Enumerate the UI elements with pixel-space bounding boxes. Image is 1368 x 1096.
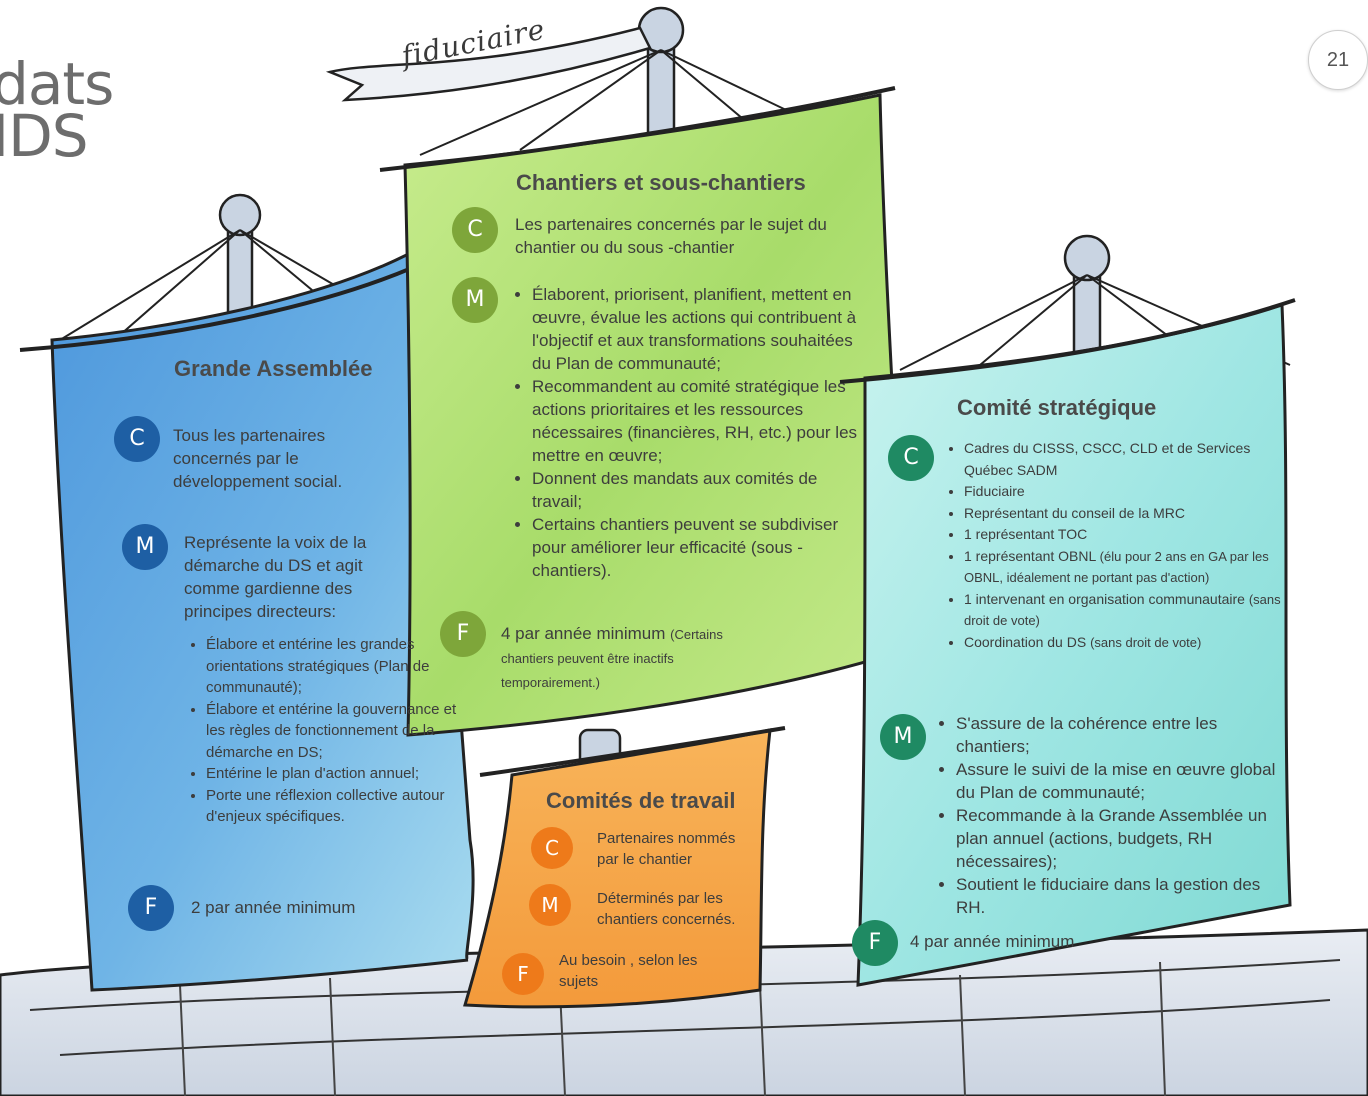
yard-right bbox=[839, 298, 1296, 384]
list-item: Élaborent, priorisent, planifient, mette… bbox=[532, 283, 872, 375]
list-item: Recommande à la Grande Assemblée un plan… bbox=[956, 804, 1281, 873]
chantiers-f-note: (Certains chantiers peuvent être inactif… bbox=[501, 627, 723, 690]
chantiers-c-text: Les partenaires concernés par le sujet d… bbox=[515, 215, 827, 257]
list-item: 1 intervenant en organisation communauta… bbox=[964, 589, 1286, 632]
list-item: Élabore et entérine la gouvernance et le… bbox=[206, 699, 476, 764]
chantiers-m-badge: M bbox=[452, 277, 498, 323]
list-item: Coordination du DS (sans droit de vote) bbox=[964, 632, 1286, 654]
yard-small bbox=[479, 726, 786, 777]
grande-assemblee-m-list: Élabore et entérine les grandes orientat… bbox=[190, 634, 476, 828]
list-item: Élabore et entérine les grandes orientat… bbox=[206, 634, 476, 699]
comites-travail-c-badge: C bbox=[531, 827, 573, 869]
fiduciaire-banner bbox=[325, 26, 652, 102]
chantiers-f-text: 4 par année minimum bbox=[501, 624, 666, 643]
chantiers-title: Chantiers et sous-chantiers bbox=[516, 170, 806, 195]
grande-assemblee-f-badge: F bbox=[128, 885, 174, 931]
grande-assemblee-c-text: Tous les partenaires concernés par le dé… bbox=[173, 426, 343, 491]
list-item: Certains chantiers peuvent se subdiviser… bbox=[532, 513, 872, 582]
page-title: dats IDS bbox=[0, 50, 114, 170]
list-item: 1 représentant TOC bbox=[964, 524, 1286, 546]
comites-travail-m-text: Déterminés par les chantiers concernés. bbox=[597, 890, 736, 928]
comites-travail-title: Comités de travail bbox=[546, 788, 736, 813]
chantiers-f-badge: F bbox=[440, 611, 486, 657]
grande-assemblee-m-badge: M bbox=[122, 524, 168, 570]
comite-strategique-m-badge: M bbox=[880, 714, 926, 760]
yard-center bbox=[379, 86, 896, 172]
page-title-line-1: dats bbox=[0, 50, 114, 118]
grande-assemblee-m-text: Représente la voix de la démarche du DS … bbox=[184, 533, 367, 621]
list-item: Porte une réflexion collective autour d'… bbox=[206, 785, 476, 828]
grande-assemblee-title: Grande Assemblée bbox=[174, 356, 373, 381]
grande-assemblee-f-text: 2 par année minimum bbox=[191, 898, 356, 917]
comites-travail-f-text: Au besoin , selon les sujets bbox=[559, 952, 698, 990]
comite-strategique-f-text: 4 par année minimum bbox=[910, 932, 1075, 951]
list-item: 1 représentant OBNL (élu pour 2 ans en G… bbox=[964, 546, 1286, 589]
comite-strategique-c-list: Cadres du CISSS, CSCC, CLD et de Service… bbox=[948, 438, 1286, 653]
comites-travail-c-text: Partenaires nommés par le chantier bbox=[597, 830, 736, 868]
list-item: Soutient le fiduciaire dans la gestion d… bbox=[956, 873, 1281, 919]
list-item: Fiduciaire bbox=[964, 481, 1286, 503]
chantiers-m-list: Élaborent, priorisent, planifient, mette… bbox=[516, 283, 872, 582]
comite-strategique-title: Comité stratégique bbox=[957, 395, 1157, 420]
chantiers-f-block: 4 par année minimum (Certains chantiers … bbox=[501, 622, 771, 694]
list-item: Cadres du CISSS, CSCC, CLD et de Service… bbox=[964, 438, 1286, 481]
comite-strategique-m-list: S'assure de la cohérence entre les chant… bbox=[940, 712, 1281, 919]
list-item: S'assure de la cohérence entre les chant… bbox=[956, 712, 1281, 758]
comite-strategique-f-badge: F bbox=[852, 920, 898, 966]
list-item: Recommandent au comité stratégique les a… bbox=[532, 375, 872, 467]
rigging bbox=[59, 49, 1291, 371]
list-item: Représentant du conseil de la MRC bbox=[964, 503, 1286, 525]
list-item: Donnent des mandats aux comités de trava… bbox=[532, 467, 872, 513]
page-number: 21 bbox=[1308, 30, 1368, 90]
yard-left bbox=[19, 253, 441, 352]
comite-strategique-c-badge: C bbox=[888, 435, 934, 481]
comites-travail-f-badge: F bbox=[502, 953, 544, 995]
list-item: Entérine le plan d'action annuel; bbox=[206, 763, 476, 785]
grande-assemblee-c-badge: C bbox=[114, 416, 160, 462]
comites-travail-m-badge: M bbox=[529, 884, 571, 926]
page-title-line-2: IDS bbox=[0, 102, 89, 170]
list-item: Assure le suivi de la mise en œuvre glob… bbox=[956, 758, 1281, 804]
chantiers-c-badge: C bbox=[452, 207, 498, 253]
